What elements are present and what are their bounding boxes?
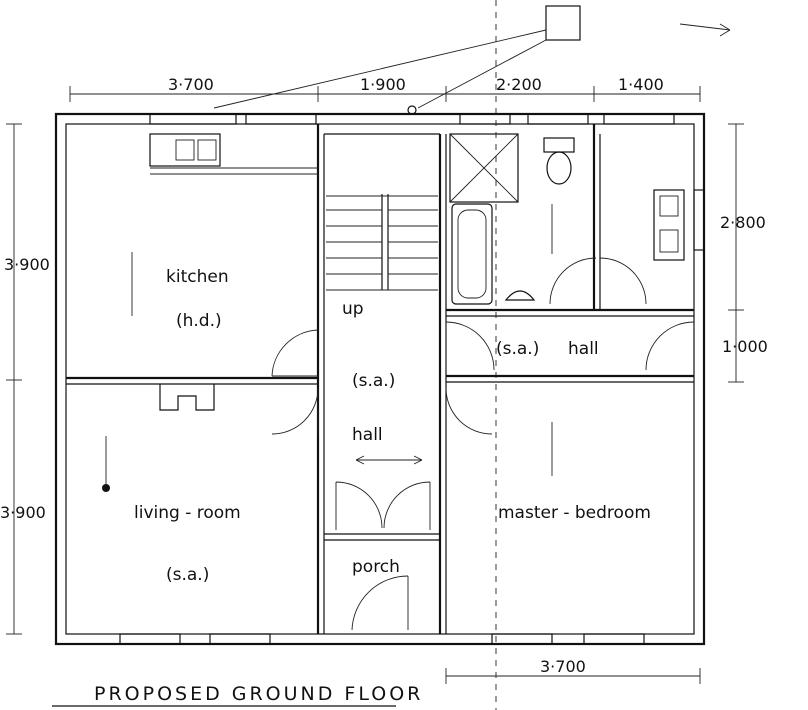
room-label-hall: hall [352,425,383,445]
room-label-upper-hall: hall [568,339,599,359]
hall-note: (s.a.) [352,371,395,391]
dim-top-4: 1·400 [618,75,664,94]
dim-right-mid: 1·000 [722,337,768,356]
dim-left-upper: 3·900 [4,255,50,274]
dim-bottom: 3·700 [540,657,586,676]
room-label-living-room: living - room [134,503,241,523]
plan-title: PROPOSED GROUND FLOOR [94,683,423,705]
dim-top-3: 2·200 [496,75,542,94]
room-label-porch: porch [352,557,400,577]
upper-hall-note: (s.a.) [496,339,539,359]
dim-right-upper: 2·800 [720,213,766,232]
room-label-master-bedroom: master - bedroom [498,503,651,523]
room-note-living-room: (s.a.) [166,565,209,585]
dim-top-2: 1·900 [360,75,406,94]
windows [119,113,705,645]
dim-top-1: 3·700 [168,75,214,94]
interior-walls [66,124,694,634]
arrows [102,204,553,492]
dimension-lines [6,0,744,710]
stair-label-up: up [342,299,364,319]
door-swings [271,257,695,631]
staircase [326,194,438,291]
room-label-kitchen: kitchen [166,267,229,287]
dim-left-lower: 3·900 [0,503,46,522]
room-note-kitchen: (h.d.) [176,311,222,331]
